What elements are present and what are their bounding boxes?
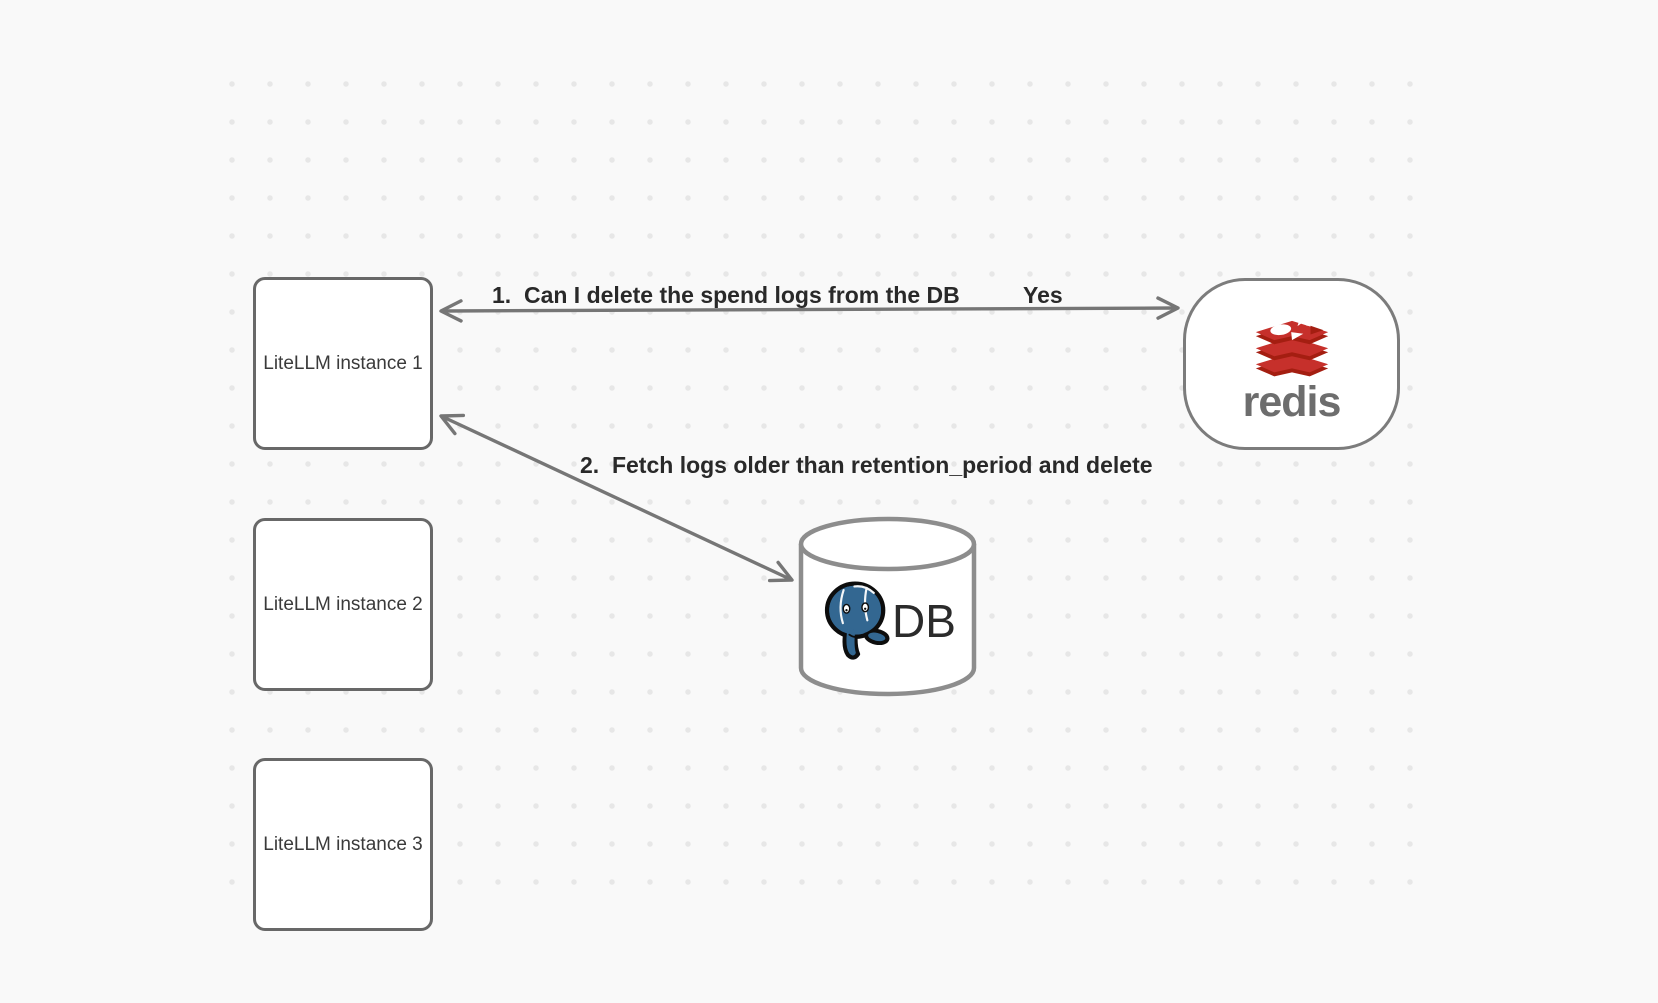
- edge-1-reply-label: Yes: [1023, 282, 1063, 308]
- node-litellm-instance-3: LiteLLM instance 3: [253, 758, 433, 931]
- database-cylinder-icon: [798, 516, 977, 697]
- edge-1-label: 1. Can I delete the spend logs from the …: [492, 282, 960, 308]
- edge-1-arrow: [439, 296, 1180, 323]
- redis-stack-logo-icon: [1255, 310, 1328, 377]
- node-litellm-instance-2: LiteLLM instance 2: [253, 518, 433, 691]
- node-litellm-instance-1-label: LiteLLM instance 1: [263, 352, 423, 374]
- database-node-content: DB: [800, 576, 978, 666]
- database-label: DB: [892, 595, 956, 647]
- node-litellm-instance-1: LiteLLM instance 1: [253, 277, 433, 450]
- node-litellm-instance-2-label: LiteLLM instance 2: [263, 593, 423, 615]
- redis-wordmark: redis: [1242, 378, 1342, 426]
- edge-2-arrow: [439, 413, 794, 583]
- node-redis: redis: [1183, 278, 1400, 450]
- postgresql-elephant-icon: [824, 581, 890, 660]
- node-litellm-instance-3-label: LiteLLM instance 3: [263, 833, 423, 855]
- edge-2-label: 2. Fetch logs older than retention_perio…: [580, 452, 1153, 478]
